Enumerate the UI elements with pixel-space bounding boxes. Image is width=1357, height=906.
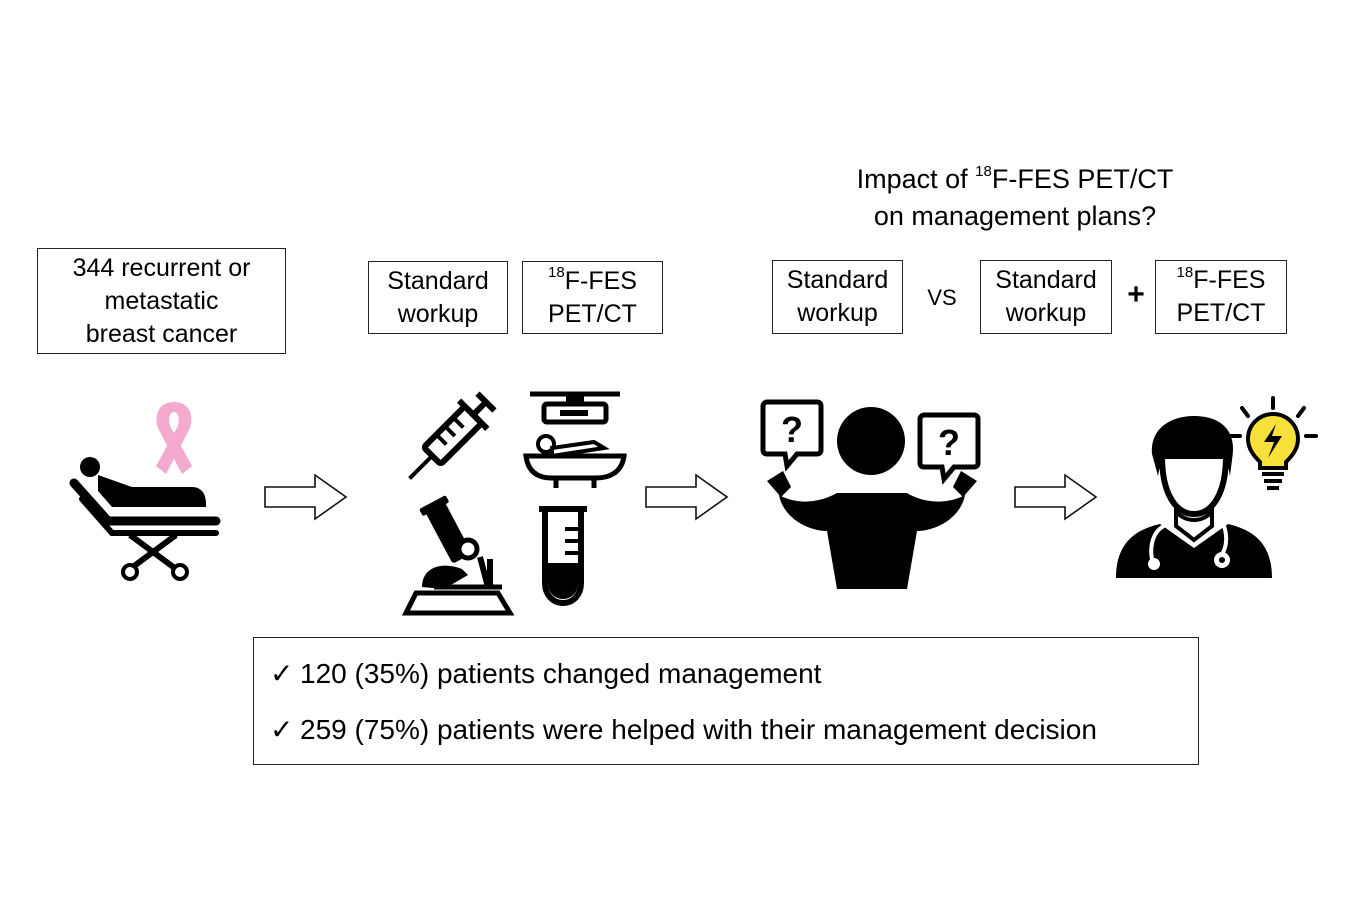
test-tube-icon: [539, 506, 587, 607]
microscope-icon: [401, 495, 515, 616]
result-changed-management: ✓120 (35%) patients changed management: [270, 646, 1198, 702]
question-line-2: on management plans?: [873, 201, 1157, 231]
lightbulb-icon: [1228, 396, 1318, 490]
checkmark-icon: ✓: [270, 714, 294, 745]
comparison-right-line-1: F-FES: [1193, 266, 1266, 294]
confused-person-icon: [767, 407, 977, 589]
question-bubble-icon: ?: [917, 412, 981, 485]
comparison-standard-box-2: Standard workup: [980, 260, 1112, 334]
question-title: Impact of 18F-FES PET/CT on management p…: [780, 161, 1250, 235]
comparison-left-line-2: workup: [797, 299, 878, 327]
svg-text:?: ?: [781, 409, 803, 450]
results-box: ✓120 (35%) patients changed management ✓…: [253, 637, 1199, 765]
standard-workup-box: Standard workup: [368, 261, 508, 334]
fes-line-2: PET/CT: [548, 299, 637, 328]
syringe-icon: [408, 391, 497, 480]
comparison-fes-superscript: 18: [1176, 263, 1194, 281]
fes-pet-ct-box: 18F-FES PET/CT: [522, 261, 663, 334]
arrow-right-icon: [1014, 473, 1098, 521]
plus-label: +: [1127, 278, 1145, 311]
svg-text:?: ?: [938, 422, 960, 463]
patients-line-1: 344 recurrent or: [72, 253, 251, 282]
arrow-right-icon: [645, 473, 729, 521]
comparison-right-line-2: PET/CT: [1176, 299, 1266, 327]
vs-label: VS: [927, 285, 957, 310]
question-rest: F-FES PET/CT: [991, 164, 1174, 194]
comparison-standard-box: Standard workup: [772, 260, 903, 334]
question-superscript: 18: [975, 163, 992, 180]
comparison-fes-box: 18F-FES PET/CT: [1155, 260, 1287, 334]
fes-line-1: F-FES: [564, 266, 637, 295]
arrow-right-icon: [264, 473, 348, 521]
standard-workup-line-2: workup: [397, 299, 479, 328]
comparison-left-line-1: Standard: [786, 266, 889, 294]
question-bubble-icon: ?: [760, 399, 824, 472]
comparison-middle-line-1: Standard: [995, 266, 1097, 294]
checkmark-icon: ✓: [270, 658, 294, 689]
result-line-1-text: 120 (35%) patients changed management: [300, 658, 822, 689]
awareness-ribbon-icon: [156, 402, 192, 474]
fes-superscript: 18: [548, 264, 565, 282]
result-line-2-text: 259 (75%) patients were helped with thei…: [300, 714, 1097, 745]
patient-stretcher-icon: [69, 457, 221, 581]
standard-workup-line-1: Standard: [387, 266, 489, 295]
doctor-icon: [1116, 416, 1272, 578]
question-prefix: Impact of: [856, 164, 976, 194]
patients-box: 344 recurrent or metastatic breast cance…: [37, 248, 286, 354]
pet-scanner-icon: [523, 391, 627, 488]
patients-line-2: metastatic: [104, 286, 219, 315]
comparison-middle-line-2: workup: [1005, 299, 1087, 327]
patients-line-3: breast cancer: [85, 319, 238, 348]
result-helped-decision: ✓259 (75%) patients were helped with the…: [270, 702, 1198, 758]
